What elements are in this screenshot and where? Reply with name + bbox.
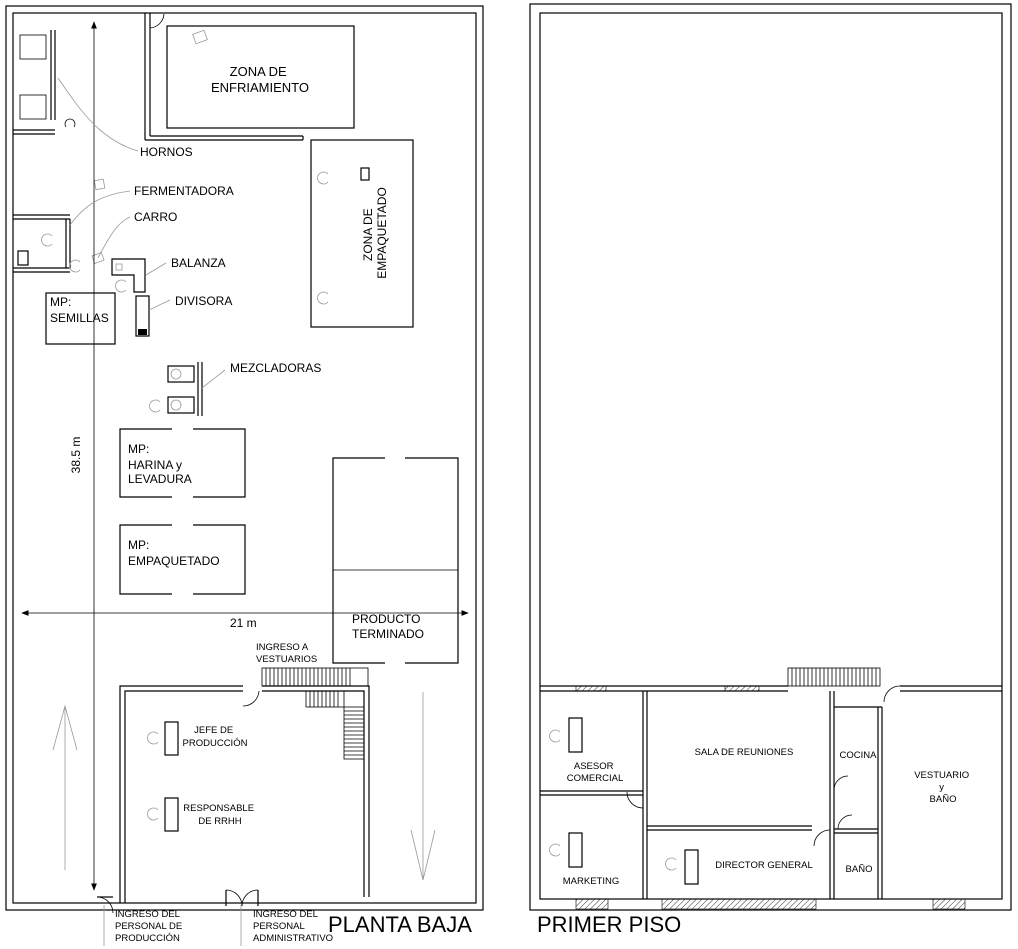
office-block bbox=[119, 667, 370, 903]
director-general-label: DIRECTOR GENERAL bbox=[715, 860, 812, 871]
divisora-label: DIVISORA bbox=[175, 294, 232, 308]
finished-product-room bbox=[332, 457, 459, 664]
door-swing-icon bbox=[149, 13, 165, 29]
stairs-top-icon bbox=[261, 667, 369, 687]
cooling-zone bbox=[144, 13, 355, 141]
arrow-up-icon bbox=[52, 704, 78, 870]
flow-arrows bbox=[52, 692, 436, 881]
mixer-2-icon bbox=[167, 396, 195, 414]
mp-harina-label: MP: HARINA y LEVADURA bbox=[128, 442, 192, 486]
primer-piso-title: PRIMER PISO bbox=[537, 912, 681, 937]
width-dimension-label: 21 m bbox=[230, 616, 257, 630]
mixer-1-icon bbox=[167, 365, 195, 383]
arrow-down-icon bbox=[410, 692, 436, 881]
mp-semillas-box bbox=[45, 292, 116, 345]
producto-terminado-label: PRODUCTO TERMINADO bbox=[352, 612, 424, 641]
carro-label: CARRO bbox=[134, 210, 177, 224]
door-swing-icon bbox=[883, 685, 901, 703]
vestuario-bano-label: VESTUARIO y BAÑO bbox=[914, 770, 972, 805]
ingreso-administrativo-label: INGRESO DEL PERSONAL ADMINISTRATIVO bbox=[253, 909, 333, 944]
ovens-area bbox=[13, 30, 76, 135]
first-stairs-icon bbox=[787, 667, 881, 687]
cooling-zone-box bbox=[166, 25, 355, 129]
responsable-rrhh-label: RESPONSABLE DE RRHH bbox=[183, 803, 256, 827]
first-floor-rooms bbox=[540, 691, 883, 899]
mp-empaquetado-label: MP: EMPAQUETADO bbox=[128, 538, 220, 568]
operator-icon bbox=[317, 291, 329, 305]
fermentadora-label: FERMENTADORA bbox=[134, 184, 234, 198]
desk-marketing-icon bbox=[568, 832, 583, 868]
bano-label: BAÑO bbox=[846, 864, 873, 875]
cocina-label: COCINA bbox=[840, 750, 878, 761]
cart-icon bbox=[93, 178, 106, 191]
asesor-comercial-label: ASESOR COMERCIAL bbox=[567, 761, 623, 784]
fermenter-area bbox=[13, 178, 106, 273]
operator-icon bbox=[317, 171, 329, 185]
mp-harina-room bbox=[119, 428, 246, 498]
ground-entrances bbox=[96, 889, 259, 946]
rack-icon bbox=[192, 29, 208, 45]
ground-inner-wall bbox=[12, 12, 477, 904]
operator-icon bbox=[64, 118, 76, 128]
mp-semillas-label: MP: SEMILLAS bbox=[50, 295, 109, 325]
first-floor-plan: ASESOR COMERCIAL SALA DE REUNIONES COCIN… bbox=[529, 3, 1012, 937]
planta-baja-title: PLANTA BAJA bbox=[328, 912, 472, 937]
ingreso-vestuarios-label: INGRESO A VESTUARIOS bbox=[256, 642, 317, 665]
stairs-icon bbox=[305, 690, 345, 708]
mp-empaquetado-room bbox=[119, 524, 246, 595]
desk-rrhh-icon bbox=[164, 797, 179, 832]
length-dimension-label: 38.5 m bbox=[69, 437, 83, 474]
packaging-machine-icon bbox=[360, 167, 370, 181]
first-outer-wall bbox=[529, 3, 1012, 911]
mezcladoras-label: MEZCLADORAS bbox=[230, 361, 321, 375]
marketing-label: MARKETING bbox=[563, 876, 619, 887]
door-swing-icon bbox=[242, 690, 260, 707]
desk-asesor-icon bbox=[568, 717, 583, 753]
divider-machine-icon bbox=[135, 295, 150, 337]
zona-enfriamiento-label: ZONA DE ENFRIAMIENTO bbox=[211, 64, 309, 95]
jefe-produccion-label: JEFE DE PRODUCCIÓN bbox=[183, 725, 248, 749]
balanza-label: BALANZA bbox=[171, 256, 226, 270]
oven-1-icon bbox=[19, 34, 47, 60]
fermenter-icon bbox=[17, 250, 29, 266]
hornos-label: HORNOS bbox=[140, 145, 193, 159]
packaging-zone-box bbox=[310, 139, 414, 328]
scale-icon bbox=[111, 258, 146, 293]
desk-jefe-icon bbox=[164, 721, 179, 756]
mixers-area bbox=[149, 362, 203, 416]
scale-divider-area bbox=[111, 258, 150, 337]
ingreso-produccion-label: INGRESO DEL PERSONAL DE PRODUCCIÓN bbox=[115, 909, 185, 944]
ground-floor-plan: ZONA DE ENFRIAMIENTO ZONA DE EMPAQUETADO… bbox=[5, 5, 484, 946]
packaging-zone bbox=[310, 139, 414, 328]
ground-outer-wall bbox=[5, 5, 484, 911]
oven-2-icon bbox=[19, 94, 47, 120]
sala-reuniones-label: SALA DE REUNIONES bbox=[695, 747, 794, 758]
zona-empaquetado-label: ZONA DE EMPAQUETADO bbox=[361, 187, 389, 279]
leader-lines bbox=[57, 77, 226, 389]
desk-director-icon bbox=[684, 849, 699, 885]
